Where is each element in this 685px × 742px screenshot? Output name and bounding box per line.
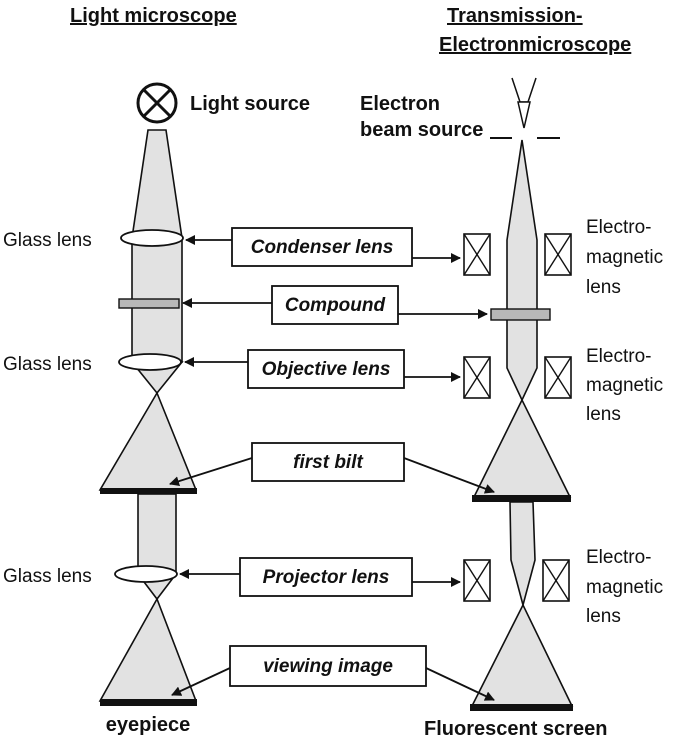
- title-tem-line2: Electronmicroscope: [439, 34, 631, 56]
- electron-beam-projector: [509, 501, 536, 609]
- svg-text:magnetic: magnetic: [586, 247, 663, 268]
- arrow-viewing-left: [171, 667, 231, 696]
- glass-lens-objective: [118, 353, 182, 371]
- projector-lens-label: Projector lens: [263, 567, 390, 588]
- objective-lens-box: [247, 349, 405, 389]
- svg-text:lens: lens: [586, 606, 621, 627]
- svg-text:magnetic: magnetic: [586, 375, 663, 396]
- title-light-microscope: Light microscope: [70, 5, 237, 27]
- eyepiece-plane: [100, 699, 197, 706]
- glass-lens-label-3: Glass lens: [3, 566, 92, 587]
- x-circle-icon: [136, 82, 178, 124]
- light-beam-cone-first: [98, 391, 198, 491]
- svg-text:magnetic: magnetic: [586, 577, 663, 598]
- light-beam-column-lower: [137, 493, 177, 575]
- projector-lens-box: [239, 557, 413, 597]
- x-box-icon: [463, 233, 491, 276]
- specimen-plate-left: [118, 298, 180, 309]
- x-box-icon: [544, 233, 572, 276]
- svg-text:lens: lens: [586, 404, 621, 425]
- specimen-plate-right: [490, 308, 551, 321]
- em-lens-label-3: Electro- magnetic lens: [586, 547, 663, 627]
- eyepiece-label: eyepiece: [106, 714, 191, 736]
- objective-lens-label: Objective lens: [262, 359, 391, 380]
- electron-beam-upper: [506, 139, 538, 313]
- em-lens-label-2: Electro- magnetic lens: [586, 346, 663, 425]
- fluorescent-screen-plane: [470, 704, 573, 711]
- svg-text:lens: lens: [586, 277, 621, 298]
- glass-lens-label-2: Glass lens: [3, 354, 92, 375]
- first-bilt-box: [251, 442, 405, 482]
- glass-lens-condenser: [120, 229, 184, 247]
- glass-lens-projector: [114, 565, 178, 583]
- svg-text:Electro-: Electro-: [586, 217, 651, 238]
- light-beam-cone-top: [131, 129, 183, 239]
- compound-box: [271, 285, 399, 325]
- light-source-label: Light source: [190, 93, 310, 115]
- svg-text:Electro-: Electro-: [586, 547, 651, 568]
- condenser-lens-box: [231, 227, 413, 267]
- viewing-image-label: viewing image: [263, 656, 393, 677]
- em-lens-label-1: Electro- magnetic lens: [586, 217, 663, 298]
- x-box-icon: [463, 356, 491, 399]
- first-image-plane-left: [100, 488, 197, 494]
- electron-beam-objective: [506, 317, 538, 402]
- compound-label: Compound: [285, 295, 386, 316]
- filament-icon: [490, 77, 560, 139]
- svg-text:Electro-: Electro-: [586, 346, 651, 367]
- electron-beam-cone-final: [470, 603, 574, 707]
- fluorescent-screen-label: Fluorescent screen: [424, 718, 607, 740]
- first-image-plane-right: [472, 495, 571, 502]
- electron-source-line2: beam source: [360, 119, 483, 141]
- x-box-icon: [542, 559, 570, 602]
- condenser-lens-label: Condenser lens: [251, 237, 394, 258]
- electron-source-line1: Electron: [360, 93, 440, 115]
- arrow-first-bilt-right: [403, 457, 495, 494]
- title-tem-line1: Transmission-: [447, 5, 583, 27]
- first-bilt-label: first bilt: [293, 452, 363, 473]
- glass-lens-label-1: Glass lens: [3, 230, 92, 251]
- x-box-icon: [463, 559, 491, 602]
- light-beam-cone-final: [98, 597, 198, 702]
- arrow-first-bilt-left: [169, 457, 253, 487]
- arrow-viewing-right: [425, 667, 495, 701]
- viewing-image-box: [229, 645, 427, 687]
- electron-beam-cone-first: [472, 398, 572, 498]
- x-box-icon: [544, 356, 572, 399]
